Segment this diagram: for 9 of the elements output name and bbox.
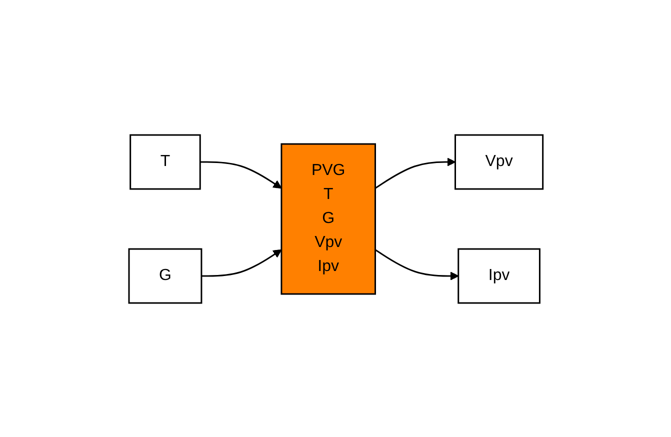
node-box: Ipv (457, 248, 540, 304)
node-box: PVG T G Vpv Ipv (280, 142, 376, 294)
arrow (201, 248, 282, 276)
arrow (200, 160, 282, 188)
node-box: G (128, 248, 202, 304)
node-box: Vpv (454, 134, 544, 190)
arrow (374, 157, 456, 188)
node-box: T (129, 134, 200, 190)
arrow (374, 248, 458, 280)
